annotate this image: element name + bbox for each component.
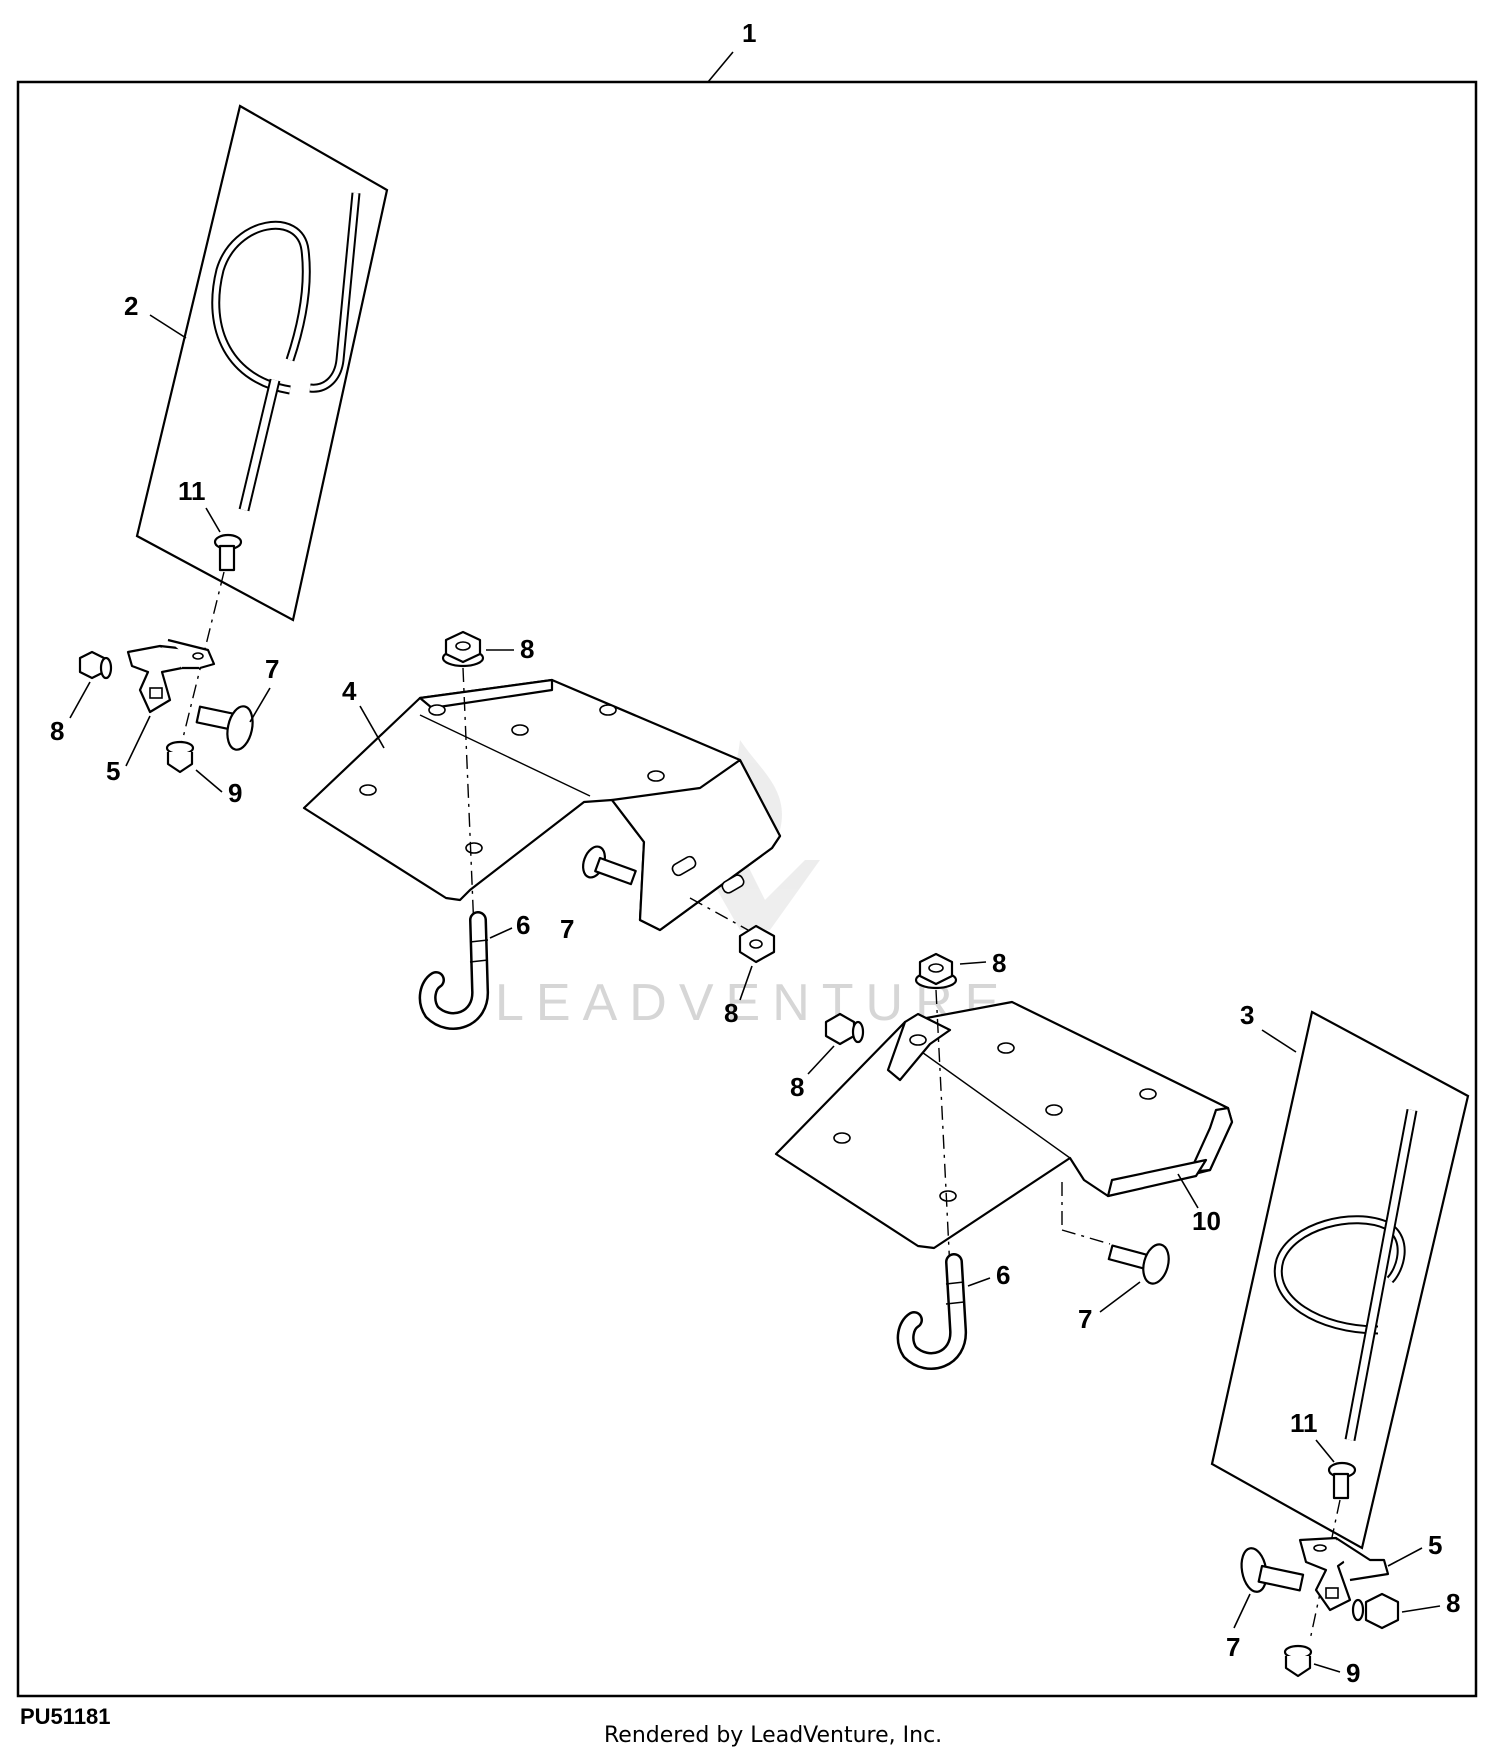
callout-5-left: 5 — [106, 756, 120, 786]
callout-2: 2 — [124, 291, 138, 321]
leader-5-right — [1387, 1547, 1423, 1567]
callout-7-bracket-4: 7 — [560, 914, 574, 944]
callout-8-bracket-4-flange: 8 — [724, 998, 738, 1028]
nut-9-right — [1283, 1644, 1313, 1678]
axis-bracket-4-flange — [689, 897, 749, 931]
axis-bracket-10-bolt-2 — [1061, 1229, 1111, 1245]
clamp-5-right — [1298, 1536, 1390, 1612]
callout-3: 3 — [1240, 1000, 1254, 1030]
callout-6-right: 6 — [996, 1260, 1010, 1290]
bracket-4 — [302, 678, 782, 932]
nut-8-bracket-4-flange — [738, 924, 776, 964]
leader-8-bracket-10-side — [807, 1045, 835, 1075]
callout-8-right-clamp: 8 — [1446, 1588, 1460, 1618]
leader-11-right — [1315, 1439, 1335, 1463]
callout-9-right: 9 — [1346, 1658, 1360, 1688]
nut-8-bracket-4-top — [441, 630, 485, 668]
callout-9-left: 9 — [228, 778, 242, 808]
callout-8-bracket-10-side: 8 — [790, 1072, 804, 1102]
bolt-11-left — [213, 533, 243, 572]
nut-9-left — [165, 740, 195, 774]
clamp-5-left — [126, 638, 216, 714]
bolt-7-bracket-4 — [582, 845, 637, 886]
callout-10: 10 — [1192, 1206, 1221, 1236]
leader-7-left-clamp — [249, 687, 271, 723]
nut-8-right-clamp — [1351, 1592, 1400, 1630]
callout-11-right: 11 — [1290, 1408, 1318, 1438]
leader-10 — [1177, 1173, 1199, 1209]
leader-5-left — [125, 715, 151, 767]
callout-7-bracket-10: 7 — [1078, 1304, 1092, 1334]
callout-4: 4 — [342, 676, 357, 706]
nut-8-bracket-10-side — [824, 1012, 865, 1046]
axis-bracket-10 — [935, 989, 951, 1271]
callout-1: 1 — [742, 18, 756, 48]
callout-8-bracket-10-top: 8 — [992, 948, 1006, 978]
leader-2 — [149, 314, 187, 339]
leader-8-left-clamp — [69, 681, 91, 719]
leader-11-left — [205, 507, 221, 533]
reference-code: PU51181 — [20, 1704, 111, 1729]
cable-assembly-left — [135, 104, 389, 622]
callout-6-left: 6 — [516, 910, 530, 940]
leader-1 — [707, 51, 734, 83]
leader-7-bracket-10 — [1099, 1281, 1141, 1313]
callout-5-right: 5 — [1428, 1530, 1442, 1560]
bolt-7-right-clamp — [1240, 1547, 1305, 1593]
leader-8-bracket-10-top — [959, 961, 987, 965]
diagram-frame — [16, 80, 1478, 1698]
callout-11-left: 11 — [178, 476, 206, 506]
callout-7-left-clamp: 7 — [265, 654, 279, 684]
leader-8-bracket-4-flange — [739, 965, 753, 1001]
leader-4 — [359, 705, 385, 749]
leader-9-left — [195, 769, 223, 793]
bolt-11-right — [1327, 1461, 1357, 1500]
bracket-10 — [774, 1000, 1234, 1250]
callout-7-right-clamp: 7 — [1226, 1632, 1240, 1662]
hook-6-left — [418, 911, 489, 1030]
callout-8-bracket-4-top: 8 — [520, 634, 534, 664]
leader-6-right — [967, 1277, 991, 1287]
leader-7-right-clamp — [1233, 1593, 1251, 1629]
leader-9-right — [1313, 1663, 1341, 1673]
leader-8-right-clamp — [1401, 1605, 1441, 1613]
bolt-7-left-clamp — [195, 705, 254, 751]
nut-8-bracket-10-top — [914, 952, 958, 990]
bolt-7-bracket-10 — [1107, 1243, 1170, 1285]
callout-8-left-clamp: 8 — [50, 716, 64, 746]
footer-credit: Rendered by LeadVenture, Inc. — [604, 1723, 942, 1748]
leader-3 — [1261, 1029, 1297, 1053]
cable-assembly-right — [1210, 1010, 1470, 1550]
hook-6-right — [896, 1253, 967, 1370]
nut-8-left-clamp — [78, 650, 113, 680]
leader-6-left — [489, 927, 513, 939]
